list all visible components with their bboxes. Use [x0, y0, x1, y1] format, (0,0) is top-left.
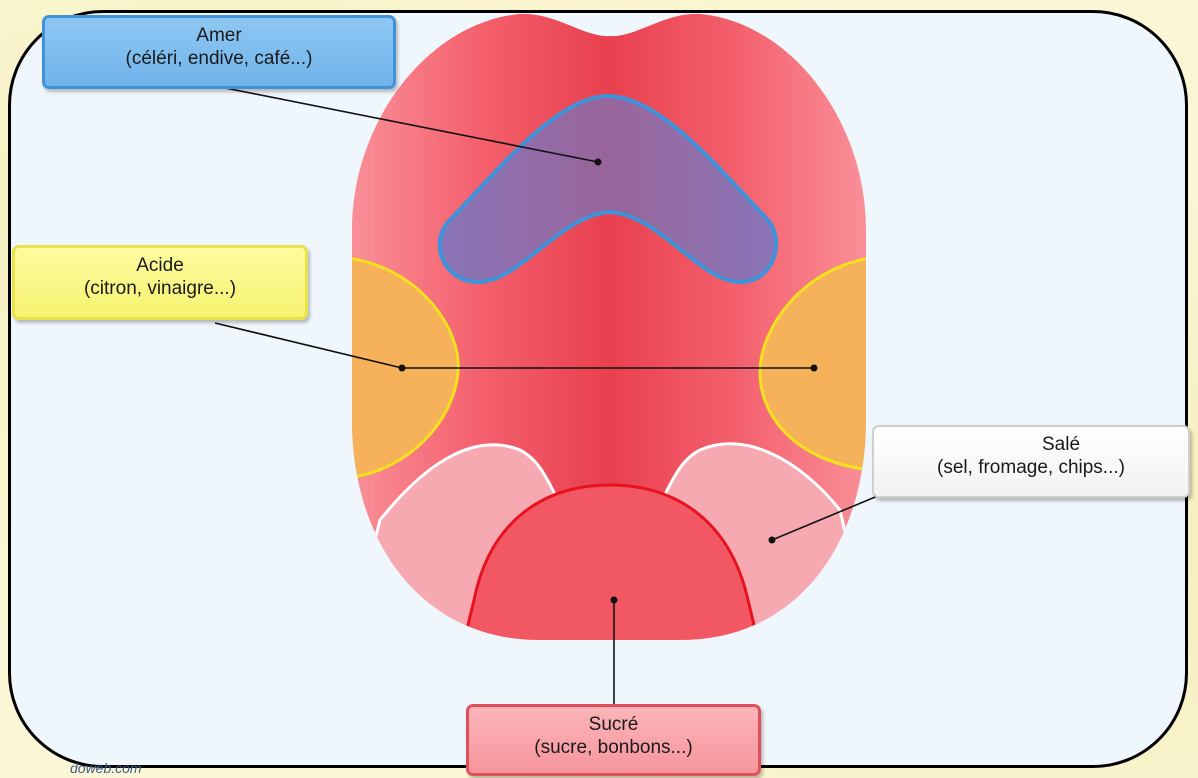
- sucre-examples: (sucre, bonbons...): [469, 736, 758, 759]
- amer-title: Amer: [45, 24, 393, 47]
- sucre-dot: [611, 597, 618, 604]
- amer-dot: [595, 159, 602, 166]
- acide-label-box: Acide (citron, vinaigre...): [12, 245, 308, 320]
- sale-label-box: Salé (sel, fromage, chips...): [872, 425, 1190, 498]
- sale-dot: [769, 537, 776, 544]
- acide-dot-right: [811, 365, 818, 372]
- source-credit: doweb.com: [70, 760, 142, 776]
- sale-examples: (sel, fromage, chips...): [874, 456, 1188, 479]
- amer-label-box: Amer (céléri, endive, café...): [42, 15, 396, 89]
- acide-examples: (citron, vinaigre...): [15, 277, 305, 300]
- acide-title: Acide: [15, 254, 305, 277]
- acide-dot-left: [399, 365, 406, 372]
- sucre-label-box: Sucré (sucre, bonbons...): [466, 704, 761, 776]
- sucre-title: Sucré: [469, 713, 758, 736]
- sale-title: Salé: [874, 433, 1188, 456]
- amer-examples: (céléri, endive, café...): [45, 47, 393, 70]
